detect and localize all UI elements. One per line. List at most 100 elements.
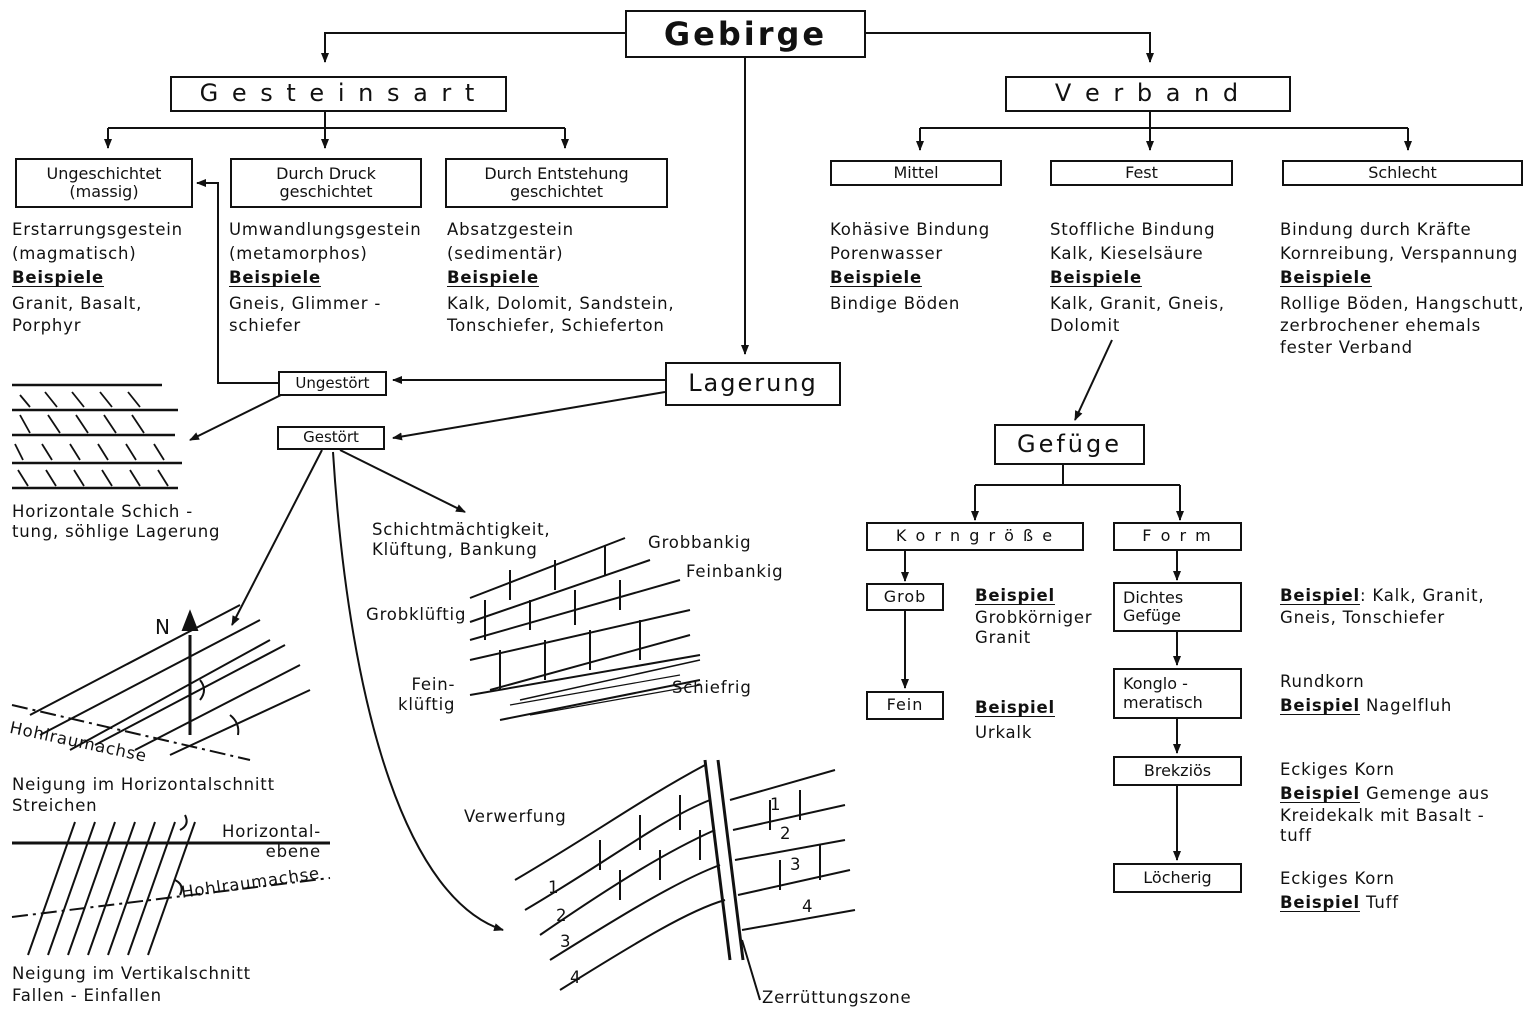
text-kreidekalk: Kreidekalk mit Basalt - <box>1280 806 1485 825</box>
text-beispiele-3: Beispiele <box>447 268 539 287</box>
box-fein: Fein <box>866 691 944 720</box>
box-grob: Grob <box>866 583 944 611</box>
box-durch-entstehung: Durch Entstehung geschichtet <box>445 158 668 208</box>
text-granit: Granit <box>975 628 1031 647</box>
label-horizontalebene: Horizontal- ebene <box>222 822 322 861</box>
root-box-gebirge: Gebirge <box>625 10 866 58</box>
text-tuff-2: Tuff <box>1359 893 1399 912</box>
text-loecherig-beispiel-row: Beispiel Tuff <box>1280 892 1399 914</box>
text-fallen-einfallen: Fallen - Einfallen <box>12 986 162 1005</box>
fault-num-right-4: 4 <box>802 897 814 916</box>
label-verwerfung: Verwerfung <box>464 807 567 826</box>
text-bindung-durch-kraefte: Bindung durch Kräfte <box>1280 220 1472 239</box>
label-grobbankig: Grobbankig <box>648 533 752 552</box>
text-kalk-kieselsaeure: Kalk, Kieselsäure <box>1050 244 1204 263</box>
box-konglomeratisch: Konglo - meratisch <box>1113 668 1242 719</box>
text-loecherig-beispiel: Beispiel <box>1280 893 1360 912</box>
text-sedimentaer: (sedimentär) <box>447 244 564 263</box>
label-feinbankig: Feinbankig <box>686 562 784 581</box>
text-soehlige-lagerung: tung, söhlige Lagerung <box>12 522 221 541</box>
fault-num-left-1: 1 <box>548 878 560 897</box>
text-zerbrochener: zerbrochener ehemals <box>1280 316 1482 335</box>
box-gestoert: Gestört <box>277 426 385 450</box>
jointing-sketch <box>469 537 701 721</box>
text-grobkoerniger: Grobkörniger <box>975 608 1093 627</box>
box-verband: V e r b a n d <box>1005 76 1291 112</box>
label-schiefrig: Schiefrig <box>672 678 752 697</box>
box-brekzios: Brekziös <box>1113 756 1242 786</box>
box-durch-druck: Durch Druck geschichtet <box>230 158 422 208</box>
text-eckiges-korn-2: Eckiges Korn <box>1280 869 1395 888</box>
text-dichtes-beispiel-row: Beispiel: Kalk, Granit, <box>1280 585 1484 607</box>
text-dolomit: Dolomit <box>1050 316 1121 335</box>
box-dichtes-gefuege: Dichtes Gefüge <box>1113 582 1242 632</box>
text-beispiele-1: Beispiele <box>12 268 104 287</box>
text-dichtes-beispiel: Beispiel <box>1280 586 1360 605</box>
box-form: F o r m <box>1113 522 1242 551</box>
text-kalk-granit-gneis: Kalk, Granit, Gneis, <box>1050 294 1225 313</box>
box-ungestoert: Ungestört <box>278 371 387 396</box>
text-fein-beispiel: Beispiel <box>975 698 1055 717</box>
text-schichtmaechtigkeit: Schichtmächtigkeit, <box>372 520 551 539</box>
text-horizontale-schichtung: Horizontale Schich - <box>12 502 193 521</box>
text-gemenge: Gemenge aus <box>1359 784 1490 803</box>
box-fest: Fest <box>1050 160 1233 186</box>
text-kalk-dolomit: Kalk, Dolomit, Sandstein, <box>447 294 675 313</box>
label-grobklueftig: Grobklüftig <box>366 605 467 624</box>
text-nagelfluh: Nagelfluh <box>1359 696 1453 715</box>
fault-sketch <box>514 759 856 1001</box>
strike-sketch <box>11 604 311 761</box>
text-erstarrungsgestein: Erstarrungsgestein <box>12 220 183 239</box>
text-konglo-beispiel: Beispiel <box>1280 696 1360 715</box>
text-umwandlungsgestein: Umwandlungsgestein <box>229 220 422 239</box>
text-gneis-glimmer: Gneis, Glimmer - <box>229 294 382 313</box>
text-kohaesive-bindung: Kohäsive Bindung <box>830 220 991 239</box>
text-beispiele-2: Beispiele <box>229 268 321 287</box>
text-rollige-boeden: Rollige Böden, Hangschutt, <box>1280 294 1525 313</box>
text-eckiges-korn-1: Eckiges Korn <box>1280 760 1395 779</box>
box-ungeschichtet: Ungeschichtet (massig) <box>15 158 193 208</box>
text-bindige-boeden: Bindige Böden <box>830 294 961 313</box>
label-feinklueftig: Fein- klüftig <box>398 675 456 714</box>
label-zerruettungszone: Zerrüttungszone <box>762 988 912 1007</box>
box-gesteinsart: G e s t e i n s a r t <box>170 76 507 112</box>
text-schiefer: schiefer <box>229 316 302 335</box>
text-kluftung-bankung: Klüftung, Bankung <box>372 540 538 559</box>
horizontal-layering-sketch <box>12 383 182 490</box>
box-schlecht: Schlecht <box>1282 160 1523 186</box>
box-loecherig: Löcherig <box>1113 863 1242 893</box>
text-tonschiefer: Tonschiefer, Schieferton <box>447 316 665 335</box>
text-grob-beispiel: Beispiel <box>975 586 1055 605</box>
text-kornreibung: Kornreibung, Verspannung <box>1280 244 1519 263</box>
text-granit-basalt: Granit, Basalt, <box>12 294 143 313</box>
text-beispiele-6: Beispiele <box>1280 268 1372 287</box>
connector-gebirge-verband <box>866 32 1154 63</box>
box-korngroesse: K o r n g r ö ß e <box>866 522 1084 551</box>
fault-num-left-2: 2 <box>556 906 568 925</box>
box-gefuege: Gefüge <box>994 424 1145 465</box>
text-tuff-1: tuff <box>1280 826 1312 845</box>
text-brekzios-beispiel: Beispiel <box>1280 784 1360 803</box>
text-konglo-beispiel-row: Beispiel Nagelfluh <box>1280 695 1452 717</box>
text-absatzgestein: Absatzgestein <box>447 220 574 239</box>
fault-num-right-3: 3 <box>790 855 802 874</box>
text-neigung-horizontalschnitt: Neigung im Horizontalschnitt <box>12 775 275 794</box>
text-beispiele-5: Beispiele <box>1050 268 1142 287</box>
fault-num-right-1: 1 <box>770 795 782 814</box>
text-beispiele-4: Beispiele <box>830 268 922 287</box>
text-gneis-tonschiefer: Gneis, Tonschiefer <box>1280 608 1445 627</box>
text-metamorphos: (metamorphos) <box>229 244 368 263</box>
text-fester-verband: fester Verband <box>1280 338 1413 357</box>
connector-gebirge-gesteinsart <box>321 32 625 63</box>
fault-num-left-4: 4 <box>570 968 582 987</box>
label-north: N <box>155 615 171 639</box>
dip-sketch <box>11 814 331 956</box>
fault-num-left-3: 3 <box>560 932 572 951</box>
box-lagerung: Lagerung <box>665 362 841 406</box>
text-magmatisch: (magmatisch) <box>12 244 137 263</box>
text-porphyr: Porphyr <box>12 316 82 335</box>
text-rundkorn: Rundkorn <box>1280 672 1365 691</box>
text-neigung-vertikalschnitt: Neigung im Vertikalschnitt <box>12 964 251 983</box>
box-mittel: Mittel <box>830 160 1002 186</box>
